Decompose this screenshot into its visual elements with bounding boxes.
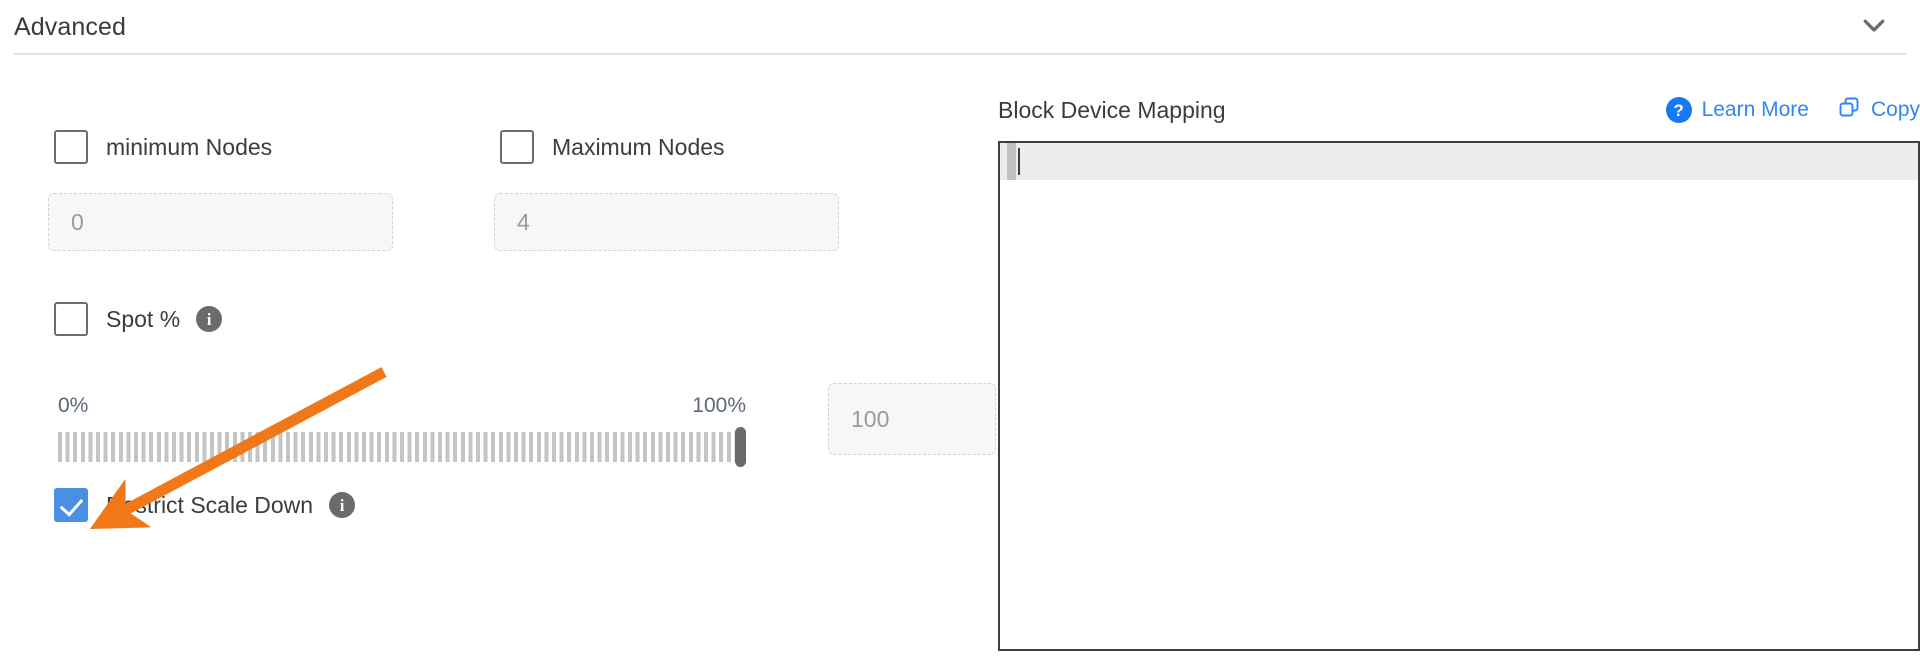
block-device-mapping-editor[interactable] — [998, 141, 1920, 651]
learn-more-label: Learn More — [1701, 98, 1809, 121]
minimum-nodes-checkbox[interactable] — [54, 130, 88, 164]
page-title: Advanced — [14, 12, 126, 41]
restrict-scale-down-row: Restrict Scale Down i — [54, 488, 356, 522]
block-device-mapping-actions: ? Learn More Copy — [1665, 95, 1920, 125]
spot-percent-slider[interactable] — [58, 427, 746, 467]
spot-percent-label: Spot % — [106, 305, 181, 332]
maximum-nodes-label: Maximum Nodes — [552, 133, 725, 160]
left-column: minimum Nodes 0 Maximum Nodes 4 Spot % i… — [0, 54, 996, 656]
minimum-nodes-label: minimum Nodes — [106, 133, 273, 160]
block-device-mapping-header: Block Device Mapping ? Learn More Copy — [998, 93, 1920, 127]
restrict-scale-down-checkbox[interactable] — [54, 488, 88, 522]
slider-min-label: 0% — [58, 394, 89, 417]
editor-content[interactable] — [1000, 180, 1918, 186]
spot-percent-row: Spot % i — [54, 302, 223, 336]
collapse-section-button[interactable] — [1854, 7, 1894, 47]
minimum-nodes-row: minimum Nodes — [54, 130, 272, 164]
editor-gutter-marker — [1007, 143, 1016, 180]
slider-scale-labels: 0% 100% — [58, 394, 746, 420]
copy-button[interactable]: Copy — [1837, 95, 1920, 125]
learn-more-link[interactable]: ? Learn More — [1665, 97, 1809, 123]
editor-text-caret — [1018, 148, 1020, 175]
restrict-scale-down-info-icon[interactable]: i — [329, 492, 356, 518]
help-question-icon: ? — [1665, 97, 1692, 123]
copy-icon — [1837, 95, 1861, 125]
spot-percent-value-input[interactable]: 100 — [828, 383, 996, 455]
maximum-nodes-input[interactable]: 4 — [494, 193, 839, 251]
minimum-nodes-input[interactable]: 0 — [48, 193, 393, 251]
header-divider — [14, 53, 1906, 55]
spot-percent-slider-group: 0% 100% 100 — [58, 383, 996, 467]
spot-percent-checkbox[interactable] — [54, 302, 88, 336]
spot-percent-info-icon[interactable]: i — [196, 306, 223, 332]
copy-label: Copy — [1870, 98, 1920, 121]
editor-active-line — [1000, 143, 1918, 180]
slider-thumb[interactable] — [735, 427, 746, 467]
section-header: Advanced — [0, 0, 1920, 54]
block-device-mapping-title: Block Device Mapping — [998, 96, 1226, 123]
slider-max-label: 100% — [692, 394, 746, 417]
maximum-nodes-checkbox[interactable] — [500, 130, 534, 164]
chevron-down-icon — [1859, 10, 1889, 45]
maximum-nodes-row: Maximum Nodes — [500, 130, 725, 164]
right-column: Block Device Mapping ? Learn More Copy — [998, 54, 1920, 656]
restrict-scale-down-label: Restrict Scale Down — [106, 491, 314, 518]
